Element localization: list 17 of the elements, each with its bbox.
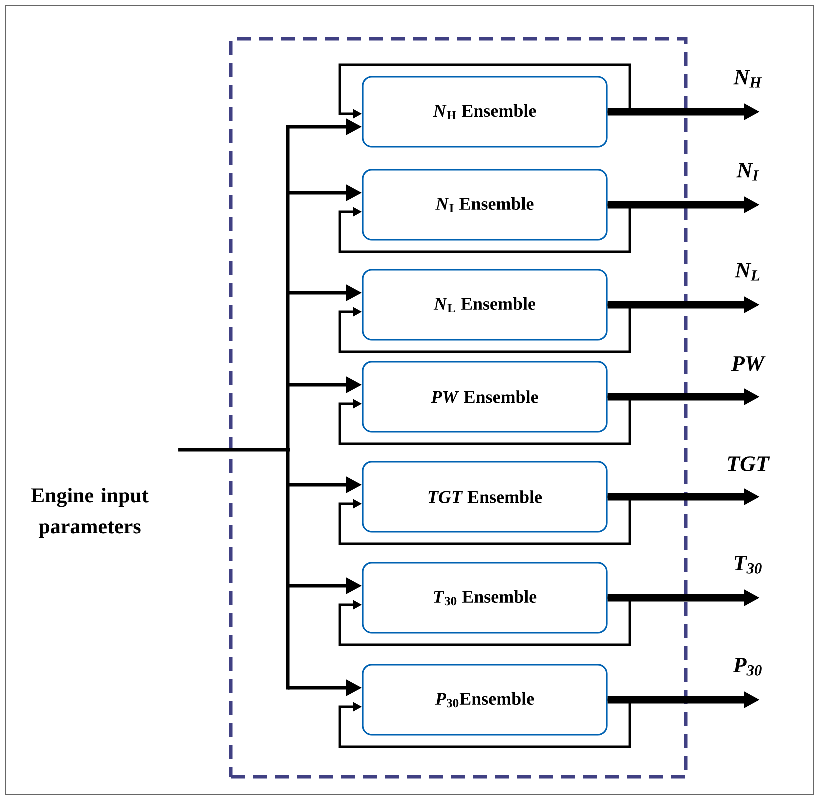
output-label: N$_{L}$: [734, 263, 760, 281]
input-trunk-line: [176, 123, 292, 692]
ensemble-box: PW Ensemble: [362, 361, 608, 433]
output-label: P$_{30}$: [733, 658, 762, 676]
dashed-group-box: [229, 37, 688, 779]
ensemble-box: N$_{I}$ Ensemble: [362, 169, 608, 241]
ensemble-box: N$_{L}$ Ensemble: [362, 269, 608, 341]
output-label: PW: [731, 356, 766, 372]
ensemble-box: T$_{30}$ Ensemble: [362, 562, 608, 634]
input-label: Engine input parameters: [31, 488, 149, 538]
ensemble-box: TGT Ensemble: [362, 461, 608, 533]
output-label: T$_{30}$: [734, 556, 762, 574]
ensemble-box: P$_{30}$Ensemble: [362, 664, 608, 736]
output-label: N$_{I}$: [736, 163, 760, 181]
output-label: N$_{H}$: [734, 70, 762, 88]
ensemble-box: N$_{H}$ Ensemble: [362, 76, 608, 148]
output-label: TGT: [728, 456, 770, 472]
